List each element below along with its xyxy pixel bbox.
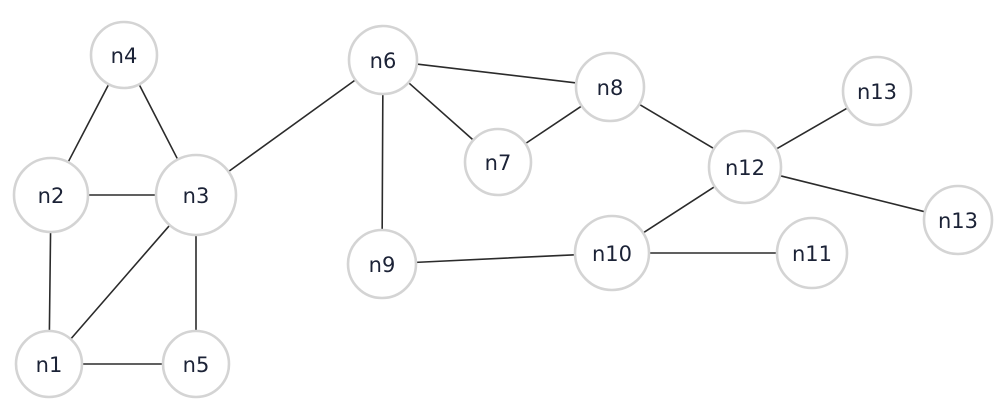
graph-node-n11[interactable]: n11	[775, 216, 849, 290]
graph-node-n6[interactable]: n6	[347, 24, 419, 96]
graph-edge	[227, 79, 357, 173]
graph-node-n1[interactable]: n1	[14, 329, 84, 399]
graph-edge	[775, 107, 849, 150]
node-circle[interactable]	[775, 216, 849, 290]
node-label: n11	[792, 242, 832, 266]
node-label: n2	[38, 184, 65, 208]
node-label: n10	[592, 242, 632, 266]
graph-node-n2[interactable]: n2	[12, 156, 90, 234]
node-label: n13	[938, 209, 978, 233]
node-label: n5	[183, 353, 210, 377]
graph-edge	[415, 63, 578, 84]
node-circle[interactable]	[12, 156, 90, 234]
node-label: n8	[597, 76, 624, 100]
graph-node-n8[interactable]: n8	[574, 51, 646, 123]
graph-edge	[524, 105, 583, 145]
graph-edge	[138, 83, 179, 161]
node-circle[interactable]	[154, 153, 238, 237]
graph-node-n5[interactable]: n5	[161, 329, 231, 399]
graph-edge	[69, 224, 171, 340]
graph-node-n3[interactable]: n3	[154, 153, 238, 237]
graph-edge	[67, 83, 110, 163]
node-circle[interactable]	[463, 127, 533, 197]
node-circle[interactable]	[14, 329, 84, 399]
node-circle[interactable]	[573, 214, 651, 292]
node-circle[interactable]	[574, 51, 646, 123]
node-circle[interactable]	[161, 329, 231, 399]
node-layer: n1 n2 n3 n4 n5 n6 n7 n8 n9 n10 n11 n12 n13 n13	[12, 20, 994, 399]
graph-node-n13b[interactable]: n13	[922, 184, 994, 256]
graph-node-n4[interactable]: n4	[89, 20, 159, 90]
node-circle[interactable]	[707, 129, 783, 205]
graph-edge	[638, 103, 715, 150]
node-circle[interactable]	[89, 20, 159, 90]
edge-layer	[48, 63, 926, 365]
graph-node-n13a[interactable]: n13	[841, 55, 913, 127]
node-label: n7	[485, 151, 512, 175]
node-circle[interactable]	[841, 55, 913, 127]
node-label: n4	[111, 44, 138, 68]
graph-edge	[779, 174, 926, 213]
node-circle[interactable]	[347, 24, 419, 96]
graph-edge	[642, 185, 716, 234]
node-label: n6	[370, 49, 397, 73]
graph-node-n10[interactable]: n10	[573, 214, 651, 292]
node-label: n3	[183, 184, 210, 208]
graph-edge	[415, 253, 576, 264]
node-label: n13	[857, 80, 897, 104]
graph-node-n12[interactable]: n12	[707, 129, 783, 205]
node-circle[interactable]	[346, 228, 418, 300]
graph-edge	[407, 81, 475, 141]
graph-edge	[48, 231, 52, 332]
node-label: n12	[725, 156, 765, 180]
node-label: n1	[36, 353, 63, 377]
graph-node-n7[interactable]: n7	[463, 127, 533, 197]
node-label: n9	[369, 253, 396, 277]
graph-node-n9[interactable]: n9	[346, 228, 418, 300]
node-circle[interactable]	[922, 184, 994, 256]
graph-edge	[381, 93, 384, 231]
